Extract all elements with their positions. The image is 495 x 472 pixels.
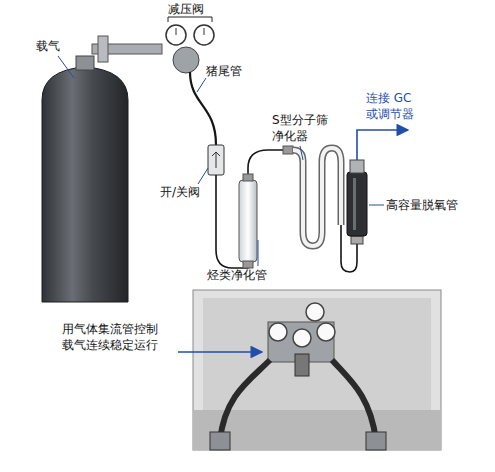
- pressure-gauge: [293, 329, 311, 347]
- highlight: [353, 178, 356, 230]
- pressure-gauge: [194, 25, 214, 45]
- part-label: 烃类净化管: [207, 267, 277, 283]
- fitting: [283, 146, 293, 154]
- part-label: 开/关阀: [160, 184, 210, 200]
- part-label: 连接 GC 或调节器: [366, 90, 422, 122]
- oxygen-trap: [347, 172, 367, 236]
- outlet-arrow: [357, 130, 408, 160]
- manifold-stem: [295, 354, 309, 376]
- pressure-gauge: [269, 323, 287, 341]
- leader-line: [58, 56, 74, 78]
- pressure-gauge: [317, 323, 335, 341]
- fitting: [351, 236, 363, 244]
- hose: [332, 360, 376, 440]
- gauge-needle: [176, 28, 177, 35]
- gauge-needle: [204, 28, 205, 35]
- s-sieve-trap: [293, 148, 341, 246]
- part-label: S型分子筛 净化器: [272, 112, 334, 144]
- pressure-gauge: [166, 25, 186, 45]
- part-label: 用气体集流管控制 载气连续稳定运行: [62, 321, 166, 353]
- leader-line: [258, 240, 259, 266]
- s-sieve-trap: [293, 148, 341, 246]
- cylinder-valve: [210, 432, 230, 450]
- part-label: 高容量脱氧管: [386, 197, 466, 213]
- fitting: [243, 174, 253, 181]
- part-label: 猪尾管: [206, 63, 256, 79]
- fitting: [243, 261, 253, 268]
- hydrocarbon-trap: [239, 180, 257, 262]
- label-bracket: [168, 17, 212, 22]
- pigtail-tube: [190, 72, 216, 145]
- manifold-photo: [193, 290, 441, 450]
- part-label: 载气: [36, 38, 76, 54]
- hose: [220, 360, 270, 440]
- tube: [248, 150, 285, 180]
- pressure-gauge: [306, 303, 324, 321]
- fitting: [350, 160, 364, 173]
- part-label: 减压阀: [168, 1, 218, 17]
- gas-cylinder: [42, 67, 128, 302]
- valve-symbol: [212, 152, 220, 168]
- leader-line: [300, 146, 303, 160]
- regulator-body: [173, 47, 199, 73]
- cylinder-neck: [76, 56, 94, 70]
- leader-line: [369, 205, 384, 206]
- cylinder-valve: [366, 432, 386, 450]
- leader-line: [197, 78, 206, 92]
- cylinder-valve: [98, 36, 108, 62]
- shelf: [193, 410, 441, 450]
- callout-arrow: [178, 351, 262, 353]
- on-off-valve: [208, 145, 224, 175]
- leader-line: [198, 168, 208, 184]
